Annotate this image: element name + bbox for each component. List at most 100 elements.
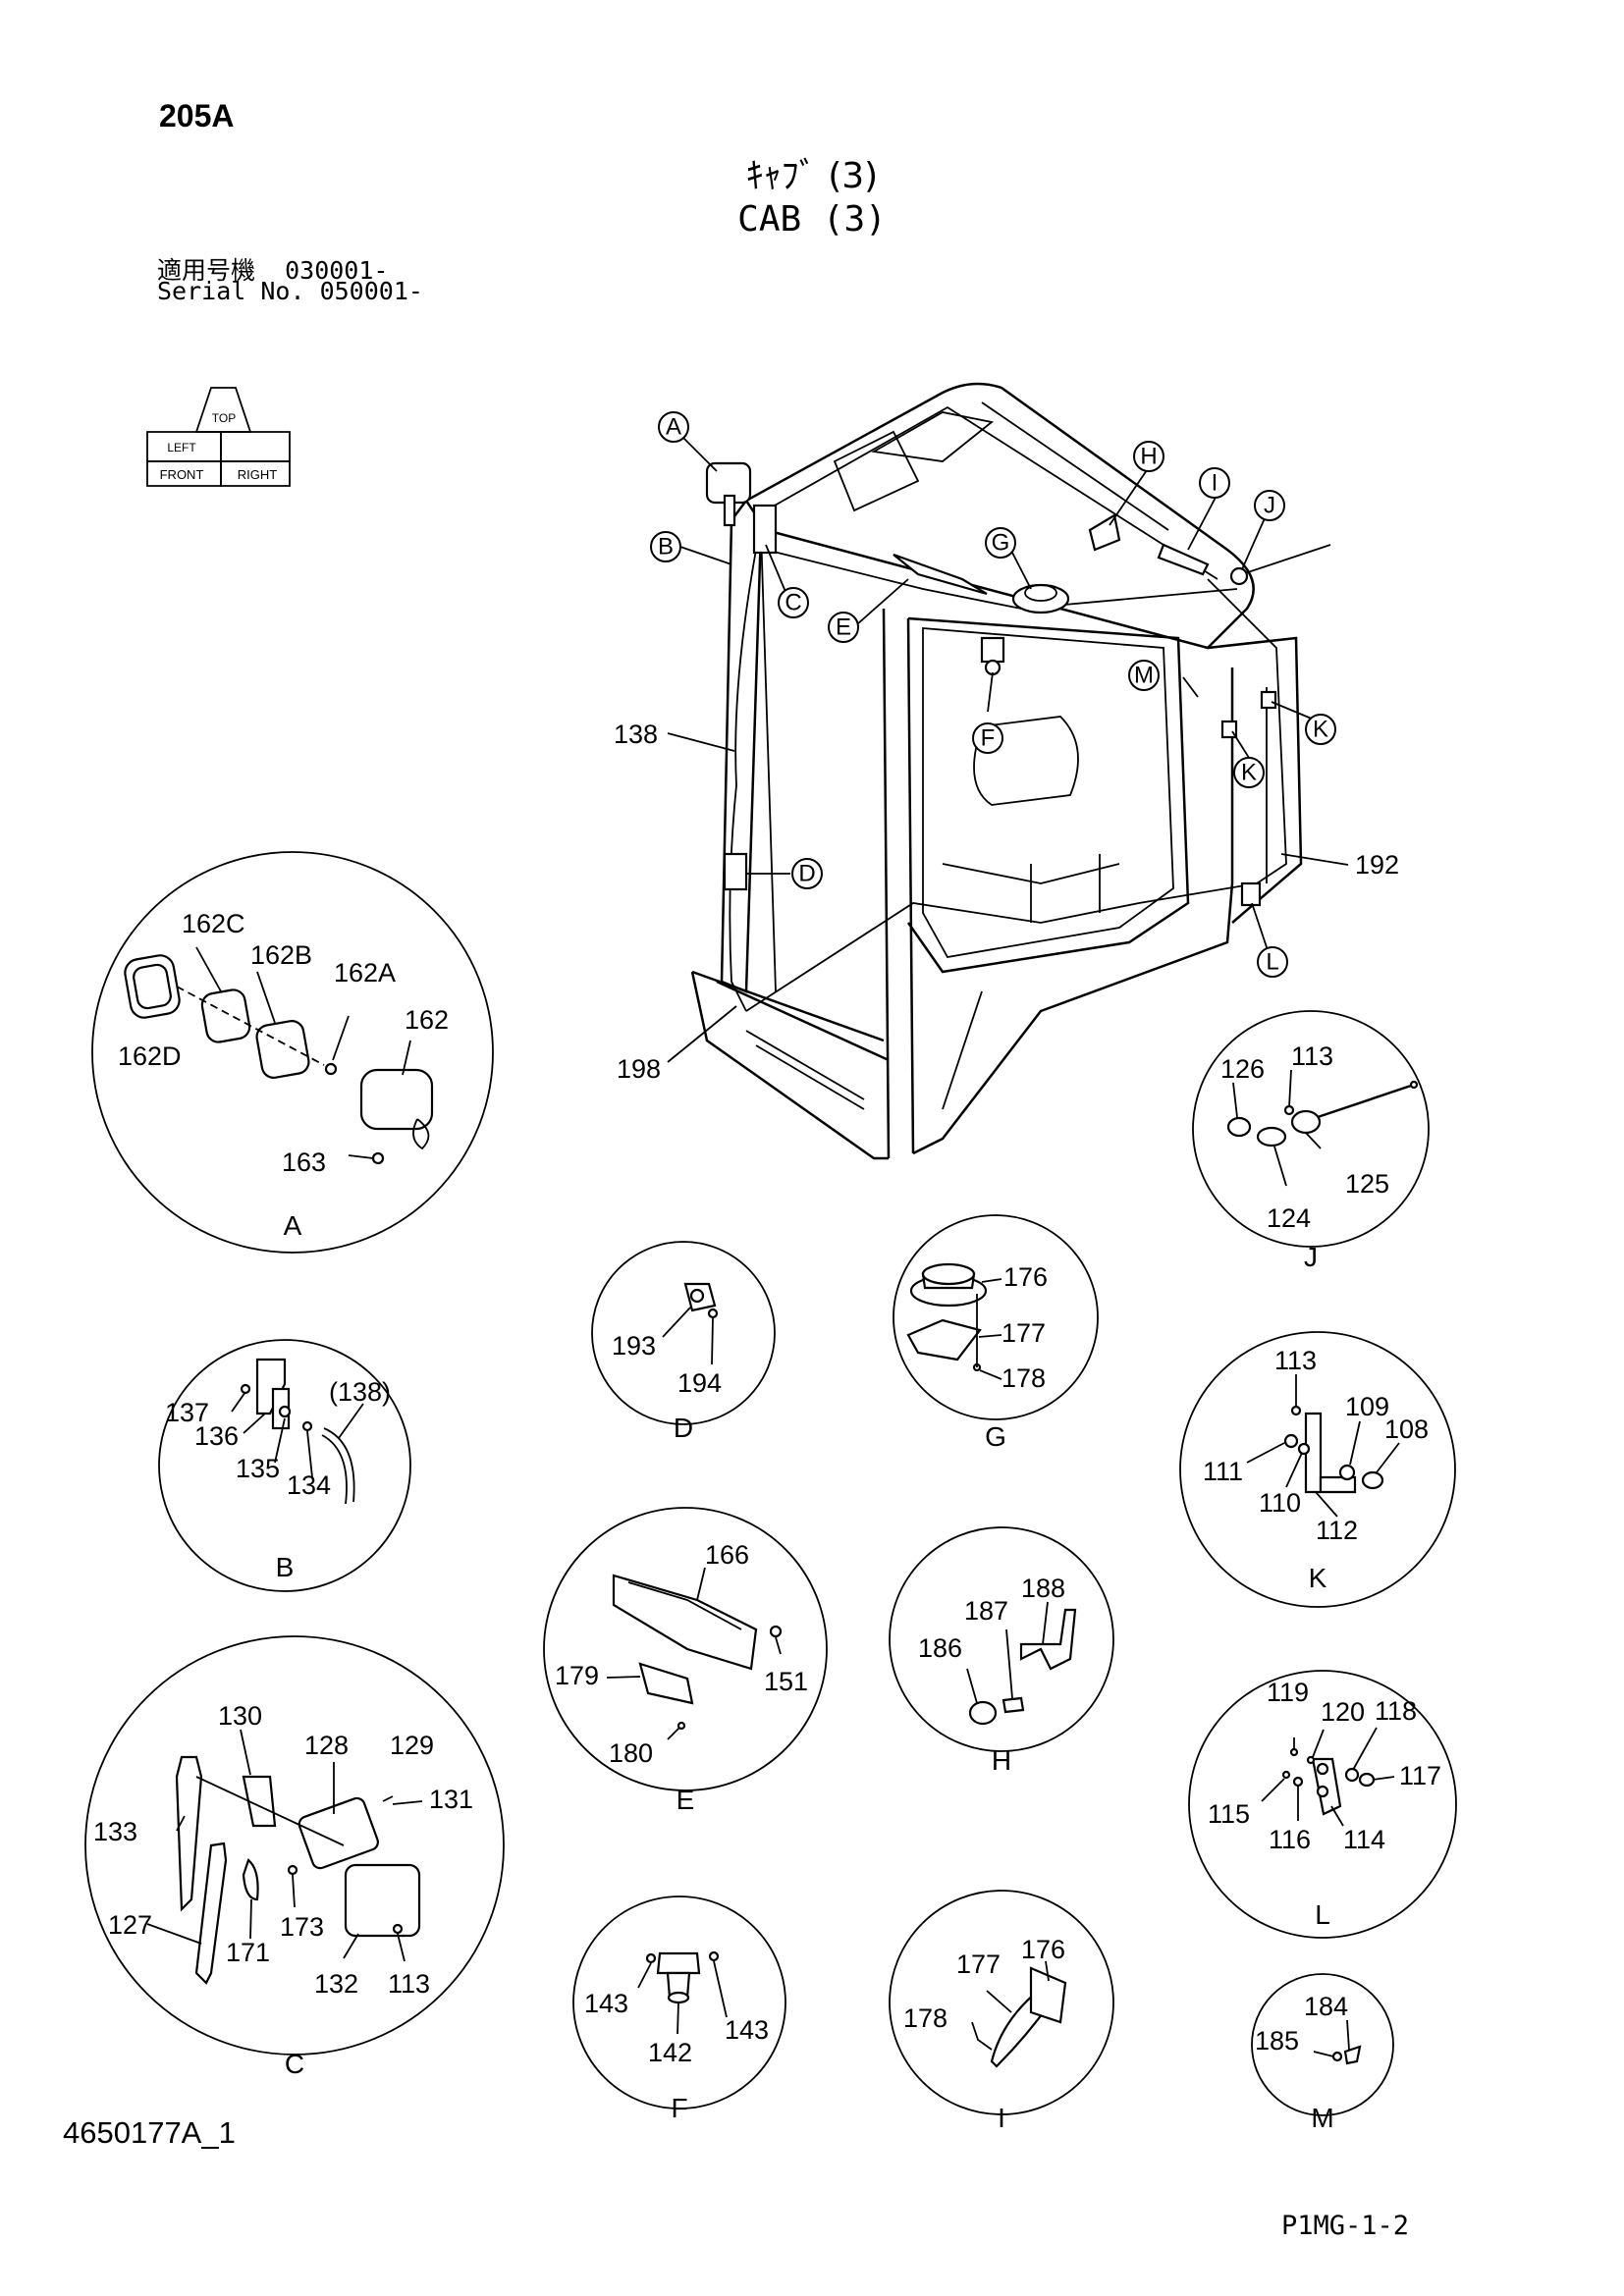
detail-f: 143 143 142 F bbox=[572, 1896, 786, 2123]
orientation-front-label: FRONT bbox=[160, 467, 204, 482]
detail-l-part-116: 116 bbox=[1269, 1825, 1311, 1854]
detail-i: 177 176 178 I bbox=[889, 1890, 1114, 2133]
callout-i: I bbox=[1199, 467, 1230, 499]
callout-d: D bbox=[791, 858, 823, 889]
detail-e-part-166: 166 bbox=[705, 1540, 749, 1570]
detail-c-part-127: 127 bbox=[108, 1910, 152, 1940]
detail-k-part-113: 113 bbox=[1274, 1346, 1317, 1375]
detail-c: 130 128 129 131 133 127 173 171 132 113 … bbox=[84, 1635, 505, 2079]
callout-h: H bbox=[1133, 441, 1164, 472]
detail-l-part-118: 118 bbox=[1375, 1696, 1417, 1726]
detail-f-letter: F bbox=[671, 2093, 687, 2123]
detail-e-part-179: 179 bbox=[555, 1661, 599, 1690]
detail-b-part-134: 134 bbox=[287, 1470, 331, 1500]
detail-m-part-185: 185 bbox=[1255, 2026, 1299, 2056]
cab-main-drawing bbox=[690, 382, 1331, 1160]
orientation-left-label: LEFT bbox=[167, 441, 196, 454]
callout-c: C bbox=[778, 587, 809, 618]
detail-m: 184 185 M bbox=[1251, 1973, 1394, 2133]
svg-text:K: K bbox=[1313, 717, 1328, 743]
detail-c-part-131: 131 bbox=[429, 1785, 473, 1814]
detail-d-letter: D bbox=[674, 1413, 693, 1443]
detail-j-letter: J bbox=[1304, 1242, 1318, 1272]
orientation-icon: FRONT RIGHT LEFT TOP bbox=[146, 387, 291, 487]
detail-k-part-109: 109 bbox=[1345, 1392, 1389, 1421]
detail-e-part-180: 180 bbox=[609, 1738, 653, 1768]
detail-c-letter: C bbox=[285, 2049, 304, 2079]
svg-text:C: C bbox=[785, 590, 801, 616]
detail-b-part-138: (138) bbox=[329, 1377, 391, 1407]
detail-i-part-176: 176 bbox=[1021, 1935, 1065, 1964]
detail-c-part-133: 133 bbox=[93, 1817, 137, 1846]
detail-e: 166 179 151 180 E bbox=[543, 1507, 828, 1815]
detail-b: (138) 137 136 135 134 B bbox=[158, 1339, 411, 1592]
detail-j: 113 126 125 124 J bbox=[1192, 1010, 1430, 1272]
svg-text:E: E bbox=[836, 614, 851, 641]
detail-i-part-177: 177 bbox=[956, 1949, 1001, 1979]
detail-h-part-188: 188 bbox=[1021, 1574, 1065, 1603]
detail-a-part-162d: 162D bbox=[118, 1041, 182, 1071]
page-title-english: CAB (3) bbox=[737, 199, 887, 240]
detail-e-letter: E bbox=[677, 1785, 695, 1815]
svg-text:D: D bbox=[798, 861, 815, 887]
serial-applicability-jp: 適用号機 030001- bbox=[157, 256, 389, 285]
callout-a: A bbox=[658, 411, 689, 443]
detail-c-part-171: 171 bbox=[226, 1938, 270, 1967]
detail-a-letter: A bbox=[284, 1210, 302, 1241]
svg-text:I: I bbox=[1212, 470, 1218, 497]
callout-k-1: K bbox=[1305, 714, 1336, 745]
page-code: P1MG-1-2 bbox=[1281, 2211, 1410, 2241]
callout-k-2: K bbox=[1233, 757, 1265, 788]
detail-f-part-142: 142 bbox=[648, 2038, 692, 2067]
detail-i-letter: I bbox=[998, 2103, 1005, 2133]
page-id: 205A bbox=[159, 98, 235, 133]
detail-l-part-114: 114 bbox=[1343, 1825, 1385, 1854]
detail-f-part-143-left: 143 bbox=[584, 1989, 628, 2018]
svg-text:G: G bbox=[992, 530, 1010, 557]
detail-h-letter: H bbox=[992, 1745, 1011, 1776]
detail-b-part-137: 137 bbox=[165, 1398, 209, 1427]
detail-h: 187 188 186 H bbox=[889, 1526, 1114, 1776]
svg-text:A: A bbox=[666, 414, 681, 441]
detail-m-part-184: 184 bbox=[1304, 1992, 1348, 2021]
callout-j: J bbox=[1254, 490, 1285, 521]
detail-l-part-115: 115 bbox=[1208, 1799, 1250, 1829]
detail-l-part-119: 119 bbox=[1267, 1678, 1309, 1707]
detail-k-part-112: 112 bbox=[1316, 1516, 1358, 1545]
detail-e-part-151: 151 bbox=[764, 1667, 808, 1696]
callout-f: F bbox=[972, 722, 1003, 754]
document-number: 4650177A_1 bbox=[63, 2115, 236, 2150]
detail-j-part-113: 113 bbox=[1291, 1041, 1333, 1071]
label-138: 138 bbox=[614, 720, 658, 749]
detail-h-part-187: 187 bbox=[964, 1596, 1008, 1626]
page-title-japanese: ｷｬﾌﾞ (3) bbox=[745, 156, 879, 196]
detail-h-part-186: 186 bbox=[918, 1633, 962, 1663]
detail-k-part-111: 111 bbox=[1203, 1457, 1243, 1486]
detail-c-part-173: 173 bbox=[280, 1912, 324, 1942]
detail-c-part-132: 132 bbox=[314, 1969, 358, 1999]
label-198: 198 bbox=[617, 1054, 661, 1084]
detail-a-part-162b: 162B bbox=[250, 940, 312, 970]
detail-c-part-130: 130 bbox=[218, 1701, 262, 1731]
callout-g: G bbox=[985, 527, 1016, 559]
detail-j-part-124: 124 bbox=[1267, 1203, 1311, 1233]
detail-l-part-117: 117 bbox=[1399, 1761, 1441, 1790]
svg-text:K: K bbox=[1241, 760, 1257, 786]
detail-l-part-120: 120 bbox=[1321, 1697, 1365, 1727]
detail-g-part-176: 176 bbox=[1003, 1262, 1048, 1292]
detail-d: 193 194 D bbox=[591, 1241, 776, 1443]
detail-l: 119 120 118 117 115 116 114 L bbox=[1188, 1670, 1457, 1939]
detail-c-part-113: 113 bbox=[388, 1969, 430, 1999]
svg-text:J: J bbox=[1264, 493, 1275, 519]
detail-k-part-110: 110 bbox=[1259, 1488, 1301, 1518]
callout-m: M bbox=[1128, 660, 1160, 691]
detail-m-letter: M bbox=[1311, 2103, 1333, 2133]
label-192: 192 bbox=[1355, 850, 1399, 880]
detail-d-part-193: 193 bbox=[612, 1331, 656, 1361]
detail-f-part-143-right: 143 bbox=[725, 2015, 769, 2045]
detail-g-part-178: 178 bbox=[1001, 1363, 1046, 1393]
detail-d-part-194: 194 bbox=[677, 1368, 722, 1398]
svg-text:M: M bbox=[1134, 663, 1154, 689]
orientation-top-label: TOP bbox=[212, 411, 236, 425]
